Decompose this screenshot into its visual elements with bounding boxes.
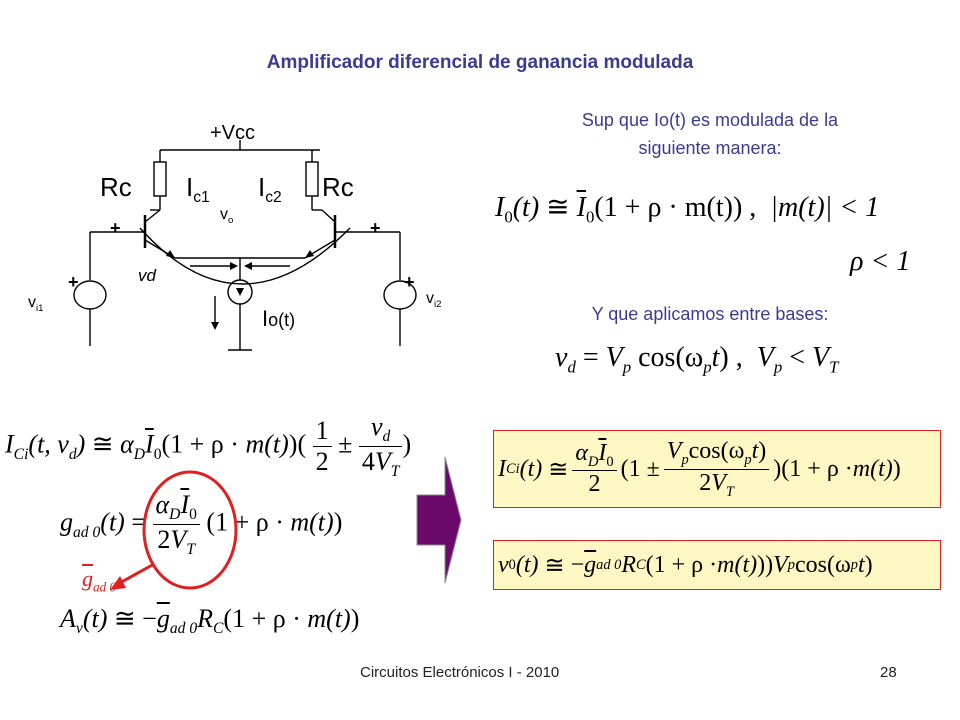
vi2-label: vi2 <box>426 290 442 311</box>
sup-que-text-2: siguiente manera: <box>638 138 782 158</box>
rc-right-label: Rc <box>322 172 354 202</box>
result-arrow <box>416 456 462 584</box>
equation-rho-condition: ρ < 1 <box>850 246 911 277</box>
rc-left-label: Rc <box>100 172 132 202</box>
plus-right-top: + <box>370 218 381 238</box>
footer-course: Circuitos Electrónicos I - 2010 <box>360 664 560 681</box>
ic2-label: Ic2 <box>258 172 282 207</box>
plus-left-top: + <box>110 218 121 238</box>
sup-que-text-1: Sup que Io(t) es modulada de la <box>581 110 839 130</box>
equation-io-modulation: I0(t) ≅ I0(1 + ρ · m(t)) , |m(t)| < 1 <box>495 192 880 227</box>
equation-av: Av(t) ≅ −gad 0RC(1 + ρ · m(t)) <box>60 604 360 638</box>
io-label: Io(t) <box>262 306 296 331</box>
gad0-label: gad 0 <box>82 566 117 595</box>
vo-label: vo <box>220 206 234 227</box>
differential-amplifier-circuit <box>73 140 417 351</box>
vi1-label: vi1 <box>28 294 44 315</box>
vd-label: vd <box>138 266 156 285</box>
slide-title: Amplificador diferencial de ganancia mod… <box>266 52 694 73</box>
equation-vd: vd = Vp cos(ωpt) , Vp < VT <box>555 342 839 377</box>
plus-right-source: + <box>404 272 415 292</box>
gad0-highlight-circle <box>110 470 238 590</box>
aplicamos-text: Y que aplicamos entre bases: <box>591 304 829 324</box>
footer-page-number: 28 <box>880 664 897 681</box>
vcc-label: +Vcc <box>210 122 256 144</box>
ic1-label: Ic1 <box>186 172 210 207</box>
plus-left-source: + <box>68 272 79 292</box>
